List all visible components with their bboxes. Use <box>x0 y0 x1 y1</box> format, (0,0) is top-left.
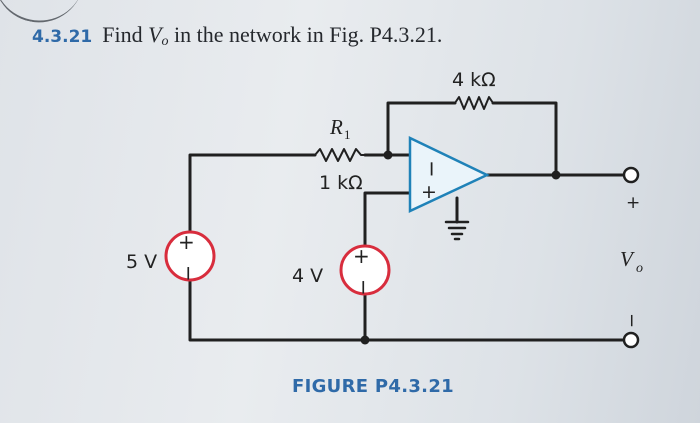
feedback-resistor <box>454 96 494 110</box>
opamp-noninverting-sign: + <box>421 181 437 203</box>
output-node-dot <box>551 170 561 180</box>
left-voltage-source: + − 5 V <box>126 230 216 282</box>
middle-source-plus: + <box>353 244 370 268</box>
ground-icon <box>444 220 470 241</box>
figure-caption: FIGURE P4.3.21 <box>292 376 454 397</box>
noninverting-wire <box>363 191 412 248</box>
left-source-circle <box>164 230 216 282</box>
output-minus-label: − <box>621 313 642 328</box>
output-minus-terminal <box>622 331 640 349</box>
output-plus-label: + <box>626 193 640 213</box>
r1-resistor <box>314 148 365 162</box>
middle-voltage-source: + − 4 V <box>292 244 391 296</box>
ground-node-dot <box>360 335 370 345</box>
problem-text-before: Find <box>102 22 149 47</box>
circuit-wires <box>188 101 627 342</box>
left-source-minus: − <box>177 265 201 282</box>
problem-symbol-v: V <box>148 22 162 47</box>
output-plus-terminal <box>622 166 640 184</box>
output-voltage-label: V <box>620 247 635 271</box>
middle-source-circle <box>339 244 391 296</box>
r1-label-main: R <box>329 115 343 139</box>
problem-text-after: in the network in Fig. P4.3.21. <box>168 22 443 47</box>
middle-source-minus: − <box>352 279 376 296</box>
left-source-plus: + <box>178 230 195 254</box>
left-top-wire <box>188 153 317 233</box>
bottom-wire <box>188 279 627 342</box>
opamp-triangle <box>408 136 490 213</box>
r1-label-subscript: 1 <box>344 127 351 142</box>
opamp-inverting-sign: − <box>420 160 444 178</box>
problem-number: 4.3.21 <box>32 27 93 47</box>
output-voltage-subscript: o <box>636 261 643 276</box>
feedback-right-wire <box>491 101 558 177</box>
problem-statement: 4.3.21 Find Vo in the network in Fig. P4.… <box>32 22 672 56</box>
feedback-left-wire <box>386 101 457 157</box>
left-source-value: 5 V <box>126 251 157 273</box>
r1-value: 1 kΩ <box>319 172 363 194</box>
feedback-resistor-value: 4 kΩ <box>452 69 496 91</box>
problem-subscript-o: o <box>161 34 169 49</box>
middle-source-value: 4 V <box>292 265 323 287</box>
input-node-dot <box>383 150 393 160</box>
